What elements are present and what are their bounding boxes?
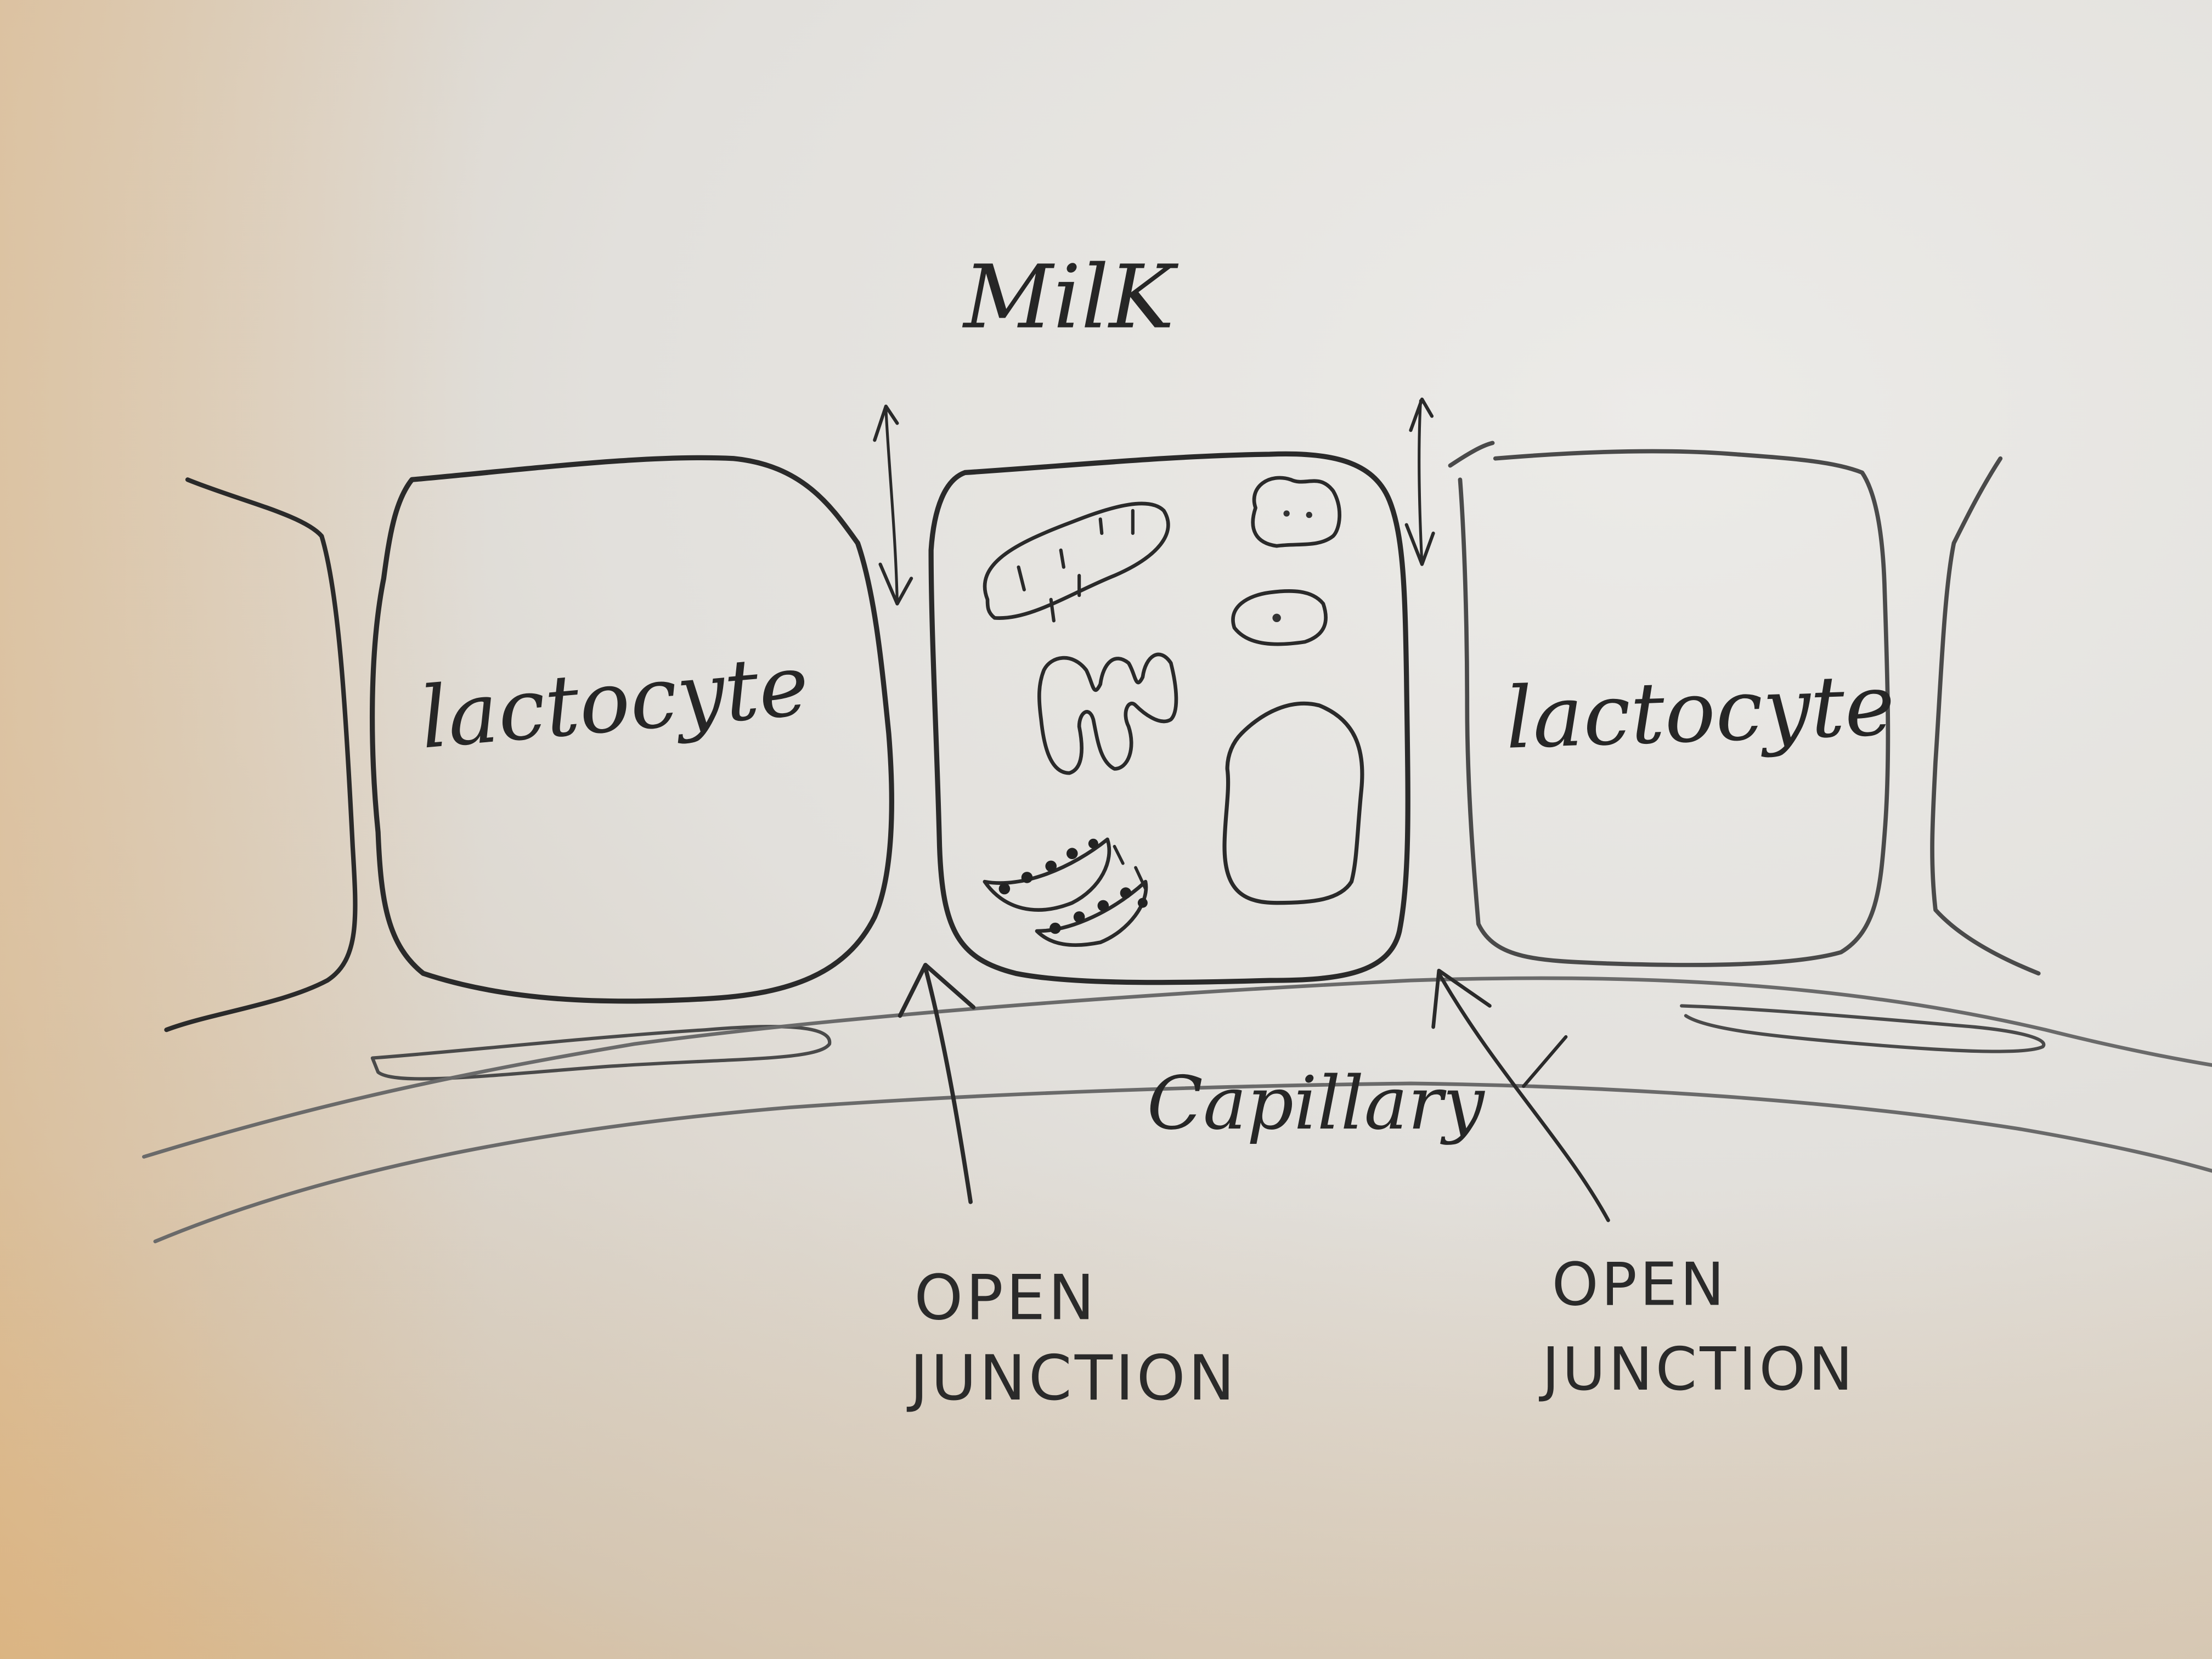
vesicle-two-dots-icon <box>1251 476 1341 548</box>
open-junction-left-line2: JUNCTION <box>907 1342 1238 1414</box>
pointer-arrow-right-icon <box>1431 968 1610 1222</box>
right-lactocyte-top-tab <box>1448 441 1495 468</box>
far-right-partial-cell <box>1930 456 2041 976</box>
capillary-label: Capillary <box>1147 1060 1486 1146</box>
double-arrow-right-junction-icon <box>1404 397 1435 566</box>
double-arrow-left-junction-icon <box>873 404 913 606</box>
right-lactocyte-membrane <box>1458 449 1891 967</box>
open-junction-left-line1: OPEN <box>914 1261 1097 1334</box>
nucleus-icon <box>1222 701 1364 905</box>
open-junction-left-label: OPEN JUNCTION <box>907 1261 1238 1414</box>
left-lactocyte-label: lactocyte <box>416 636 812 768</box>
golgi-icon <box>1037 652 1178 775</box>
center-cell-membrane <box>928 451 1410 985</box>
open-junction-right-line1: OPEN <box>1552 1251 1728 1319</box>
pointer-arrow-left-icon <box>898 963 976 1204</box>
vesicle-one-dot-icon <box>1231 589 1328 646</box>
left-lactocyte-membrane <box>370 455 894 1004</box>
right-lactocyte-label: lactocyte <box>1504 656 1896 768</box>
far-left-partial-cell <box>164 477 358 1032</box>
right-basement-bar <box>1680 1004 2046 1053</box>
rough-er-icon <box>983 837 1148 947</box>
lower-capillary-wall <box>153 1081 2212 1244</box>
milk-label: MilK <box>962 246 1178 348</box>
left-basement-bar <box>370 1025 832 1081</box>
mitochondrion-icon <box>983 501 1170 623</box>
open-junction-right-label: OPEN JUNCTION <box>1539 1251 1856 1404</box>
open-junction-right-line2: JUNCTION <box>1539 1335 1856 1404</box>
upper-capillary-wall <box>142 976 2212 1159</box>
